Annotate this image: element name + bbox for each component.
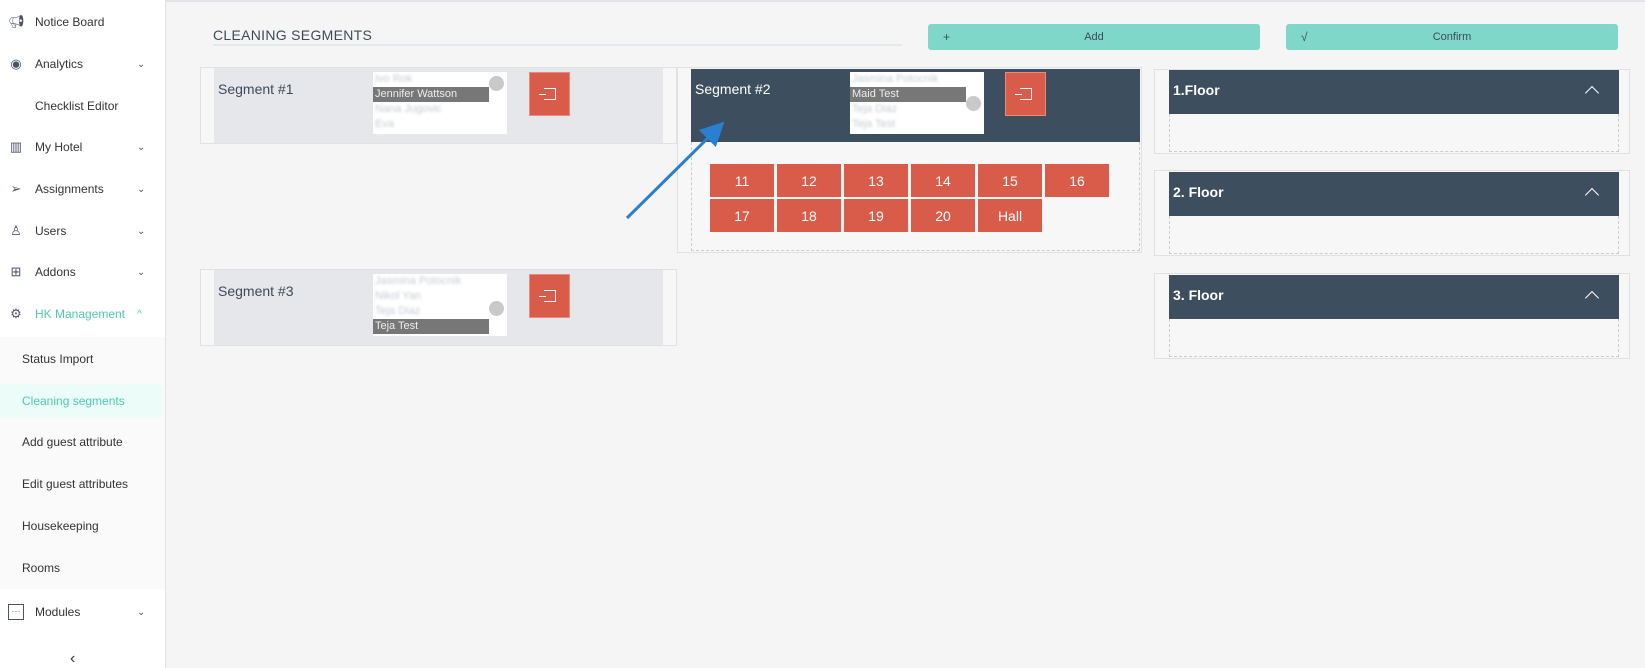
segment-name: Segment #3 (218, 283, 294, 299)
floor-dropzone (1169, 216, 1619, 254)
sidebar: 📢︎Notice Board ◉Analytics⌄ Checklist Edi… (0, 0, 166, 668)
staff-option[interactable]: Eva (375, 118, 394, 130)
sidebar-item-hk-management[interactable]: ⚙HK Management^ (0, 299, 165, 329)
room-tile[interactable]: Hall (978, 199, 1042, 232)
check-icon: √ (1301, 30, 1308, 44)
grid-icon: ⊞ (10, 264, 22, 279)
chevron-down-icon: ⌄ (137, 266, 146, 278)
room-tile[interactable]: 12 (777, 164, 841, 197)
building-icon: ▥ (9, 139, 23, 154)
floor-header[interactable]: 1.Floor (1169, 70, 1619, 114)
chevron-down-icon: ⌄ (137, 606, 146, 618)
staff-option[interactable]: Jasmina Potocnik (852, 73, 939, 85)
page-title: CLEANING SEGMENTS (213, 27, 373, 43)
subitem-add-guest-attribute[interactable]: Add guest attribute (22, 435, 123, 449)
room-tile[interactable]: 20 (911, 199, 975, 232)
top-border (166, 0, 1645, 2)
floor-header[interactable]: 3. Floor (1169, 275, 1619, 319)
staff-option-selected[interactable]: Maid Test (850, 87, 966, 102)
exit-icon (1014, 88, 1032, 100)
room-tile[interactable]: 18 (777, 199, 841, 232)
plus-icon: + (943, 30, 951, 44)
remove-segment-button[interactable] (529, 274, 570, 318)
subitem-status-import[interactable]: Status Import (22, 352, 94, 366)
room-tile[interactable]: 13 (844, 164, 908, 197)
paper-plane-icon: ➢ (10, 181, 22, 196)
segment-name: Segment #2 (695, 81, 771, 97)
title-underline (213, 44, 902, 46)
scroll-knob[interactable] (489, 76, 504, 91)
megaphone-icon: 📢︎ (8, 14, 25, 29)
staff-option-selected[interactable]: Teja Test (373, 319, 489, 334)
add-button[interactable]: +Add (928, 24, 1260, 50)
chevron-up-icon: ^ (137, 308, 142, 320)
chevron-down-icon: ⌄ (137, 58, 146, 70)
floor-panel: 1.Floor (1154, 69, 1630, 154)
sidebar-item-modules[interactable]: ···Modules⌄ (0, 597, 165, 627)
exit-icon (538, 88, 556, 100)
staff-option[interactable]: Ivo Rok (375, 73, 413, 85)
floor-panel: 2. Floor (1154, 170, 1630, 256)
scroll-knob[interactable] (966, 96, 981, 111)
staff-option[interactable]: Jasmina Potocnik (375, 275, 462, 287)
eye-icon: ◉ (10, 56, 22, 71)
staff-option-selected[interactable]: Jennifer Wattson (373, 87, 489, 102)
sidebar-item-users[interactable]: ♙Users⌄ (0, 216, 165, 246)
sidebar-item-addons[interactable]: ⊞Addons⌄ (0, 257, 165, 287)
remove-segment-button[interactable] (1005, 72, 1046, 116)
subitem-housekeeping[interactable]: Housekeeping (22, 519, 99, 533)
staff-option[interactable]: Teja Diaz (852, 103, 898, 115)
subitem-rooms[interactable]: Rooms (22, 561, 61, 575)
staff-option[interactable]: Teja Diaz (375, 305, 421, 317)
staff-option[interactable]: Nana Jugovic (375, 103, 442, 115)
room-tile[interactable]: 19 (844, 199, 908, 232)
floor-panel: 3. Floor (1154, 273, 1630, 359)
room-tile[interactable]: 16 (1045, 164, 1109, 197)
hk-submenu: Status Import Cleaning segments Add gues… (0, 337, 165, 589)
segment-name: Segment #1 (218, 81, 294, 97)
sidebar-item-my-hotel[interactable]: ▥My Hotel⌄ (9, 139, 146, 154)
sidebar-item-analytics[interactable]: ◉Analytics⌄ (0, 49, 165, 79)
sidebar-item-checklist-editor[interactable]: Checklist Editor (35, 99, 119, 113)
room-tile[interactable]: 11 (710, 164, 774, 197)
rooms-dropzone (691, 142, 1140, 251)
staff-listbox[interactable]: Ivo Rok Jennifer Wattson Nana Jugovic Ev… (373, 72, 507, 134)
subitem-edit-guest-attributes[interactable]: Edit guest attributes (22, 477, 129, 491)
staff-option[interactable]: Nikol Yan (375, 290, 422, 302)
subitem-cleaning-segments[interactable]: Cleaning segments (0, 384, 162, 418)
staff-option[interactable]: Teja Test (852, 118, 896, 130)
dots-icon: ··· (8, 604, 24, 620)
collapse-sidebar-icon[interactable]: ‹ (70, 650, 76, 667)
room-tile[interactable]: 15 (978, 164, 1042, 197)
chevron-down-icon: ⌄ (137, 225, 146, 237)
floor-header[interactable]: 2. Floor (1169, 172, 1619, 216)
staff-listbox[interactable]: Jasmina Potocnik Maid Test Teja Diaz Tej… (850, 72, 984, 134)
arrow-icon (625, 121, 725, 220)
scroll-knob[interactable] (489, 301, 504, 316)
floor-dropzone (1169, 114, 1619, 152)
exit-icon (538, 290, 556, 302)
confirm-button[interactable]: √Confirm (1286, 24, 1618, 50)
user-icon: ♙ (10, 223, 22, 238)
chevron-down-icon: ⌄ (137, 141, 146, 153)
sidebar-item-notice-board[interactable]: 📢︎Notice Board (8, 14, 105, 29)
room-tile[interactable]: 17 (710, 199, 774, 232)
staff-listbox[interactable]: Jasmina Potocnik Nikol Yan Teja Diaz Tej… (373, 274, 507, 336)
floor-dropzone (1169, 319, 1619, 357)
sidebar-item-assignments[interactable]: ➢Assignments⌄ (0, 174, 165, 204)
room-tile[interactable]: 14 (911, 164, 975, 197)
gear-icon: ⚙ (10, 306, 22, 321)
chevron-down-icon: ⌄ (137, 183, 146, 195)
remove-segment-button[interactable] (529, 72, 570, 116)
